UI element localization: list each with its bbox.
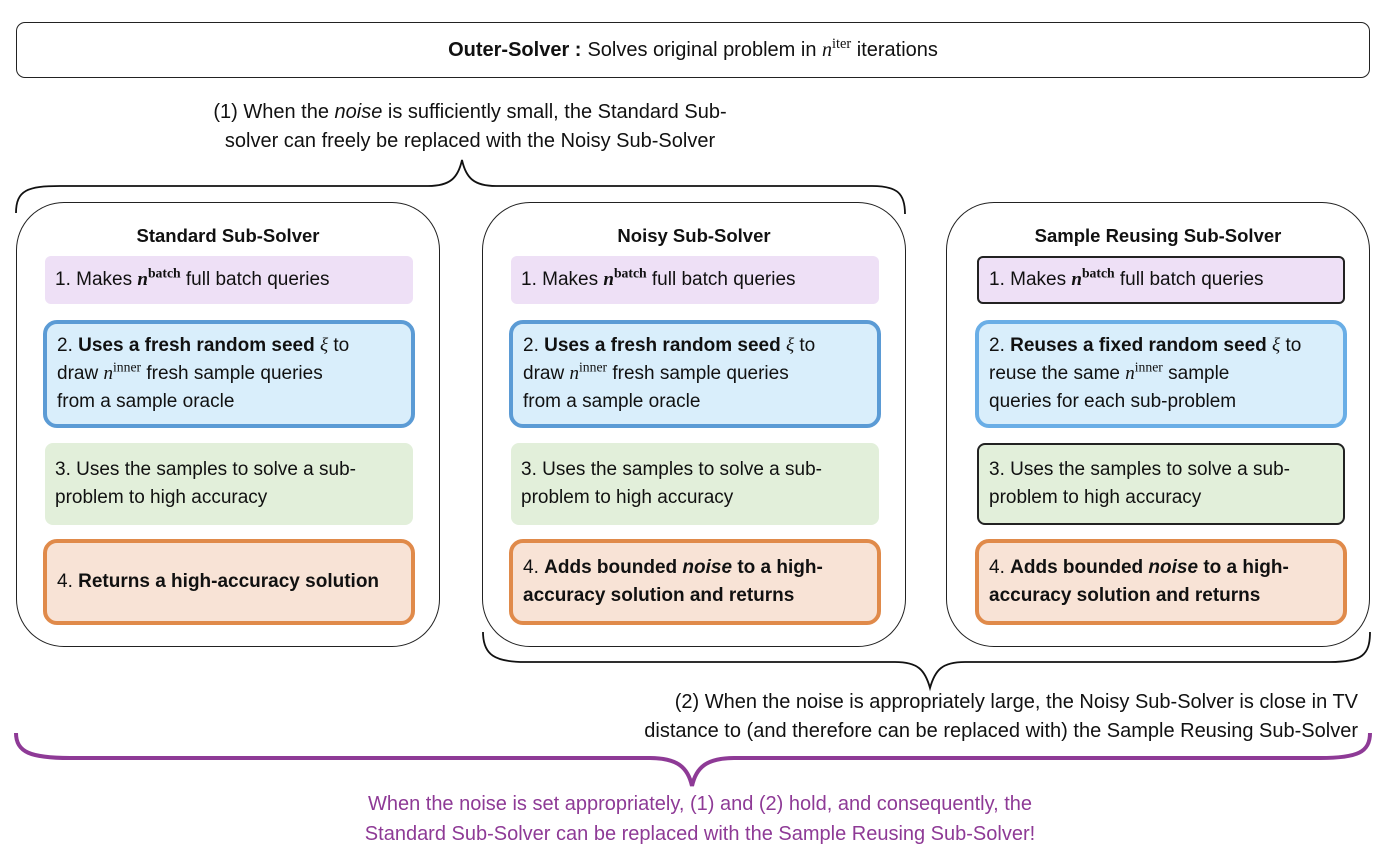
step-3-solve-subproblem: 3. Uses the samples to solve a sub-probl… — [45, 443, 413, 525]
brace-middle — [482, 631, 1371, 692]
step-3-solve-subproblem: 3. Uses the samples to solve a sub-probl… — [511, 443, 879, 525]
outer-solver-box: Outer-Solver : Solves original problem i… — [16, 22, 1370, 78]
step-2-fresh-seed: 2. Uses a fresh random seed ξ to draw ni… — [509, 320, 881, 428]
conclusion-line1: When the noise is set appropriately, (1)… — [367, 793, 1033, 815]
step-1-batch-queries: 1. Makes nbatch full batch queries — [977, 256, 1345, 304]
step-2-reuse-seed: 2. Reuses a fixed random seed ξ to reuse… — [975, 320, 1347, 428]
step-4-add-noise: 4. Adds bounded noise to a high-accuracy… — [509, 539, 881, 625]
note-1: (1) When the noise is sufficiently small… — [110, 98, 830, 156]
outer-solver-label: Outer-Solver : — [448, 38, 582, 61]
panel-sample-reusing-sub-solver: Sample Reusing Sub-Solver 1. Makes nbatc… — [946, 202, 1370, 647]
brace-top — [15, 159, 906, 215]
outer-solver-text: Solves original problem in niter iterati… — [587, 35, 938, 61]
conclusion-text: When the noise is set appropriately, (1)… — [200, 789, 1200, 849]
conclusion-line2: Standard Sub-Solver can be replaced with… — [364, 823, 1036, 845]
step-2-fresh-seed: 2. Uses a fresh random seed ξ to draw ni… — [43, 320, 415, 428]
brace-bottom — [14, 732, 1372, 787]
panel-standard-sub-solver: Standard Sub-Solver 1. Makes nbatch full… — [16, 202, 440, 647]
panel-title: Noisy Sub-Solver — [617, 225, 771, 246]
note-2: (2) When the noise is appropriately larg… — [470, 688, 1358, 746]
step-1-batch-queries: 1. Makes nbatch full batch queries — [511, 256, 879, 304]
note-1-line2: solver can freely be replaced with the N… — [224, 130, 716, 152]
step-4-add-noise: 4. Adds bounded noise to a high-accuracy… — [975, 539, 1347, 625]
note-2-line1: (2) When the noise is appropriately larg… — [674, 691, 1358, 713]
step-1-batch-queries: 1. Makes nbatch full batch queries — [45, 256, 413, 304]
panel-title: Standard Sub-Solver — [136, 225, 320, 246]
panel-title: Sample Reusing Sub-Solver — [1034, 225, 1282, 246]
note-1-line1: (1) When the noise is sufficiently small… — [213, 101, 727, 123]
step-4-return-solution: 4. Returns a high-accuracy solution — [43, 539, 415, 625]
step-3-solve-subproblem: 3. Uses the samples to solve a sub-probl… — [977, 443, 1345, 525]
note-2-line2: distance to (and therefore can be replac… — [644, 720, 1358, 742]
panel-noisy-sub-solver: Noisy Sub-Solver 1. Makes nbatch full ba… — [482, 202, 906, 647]
